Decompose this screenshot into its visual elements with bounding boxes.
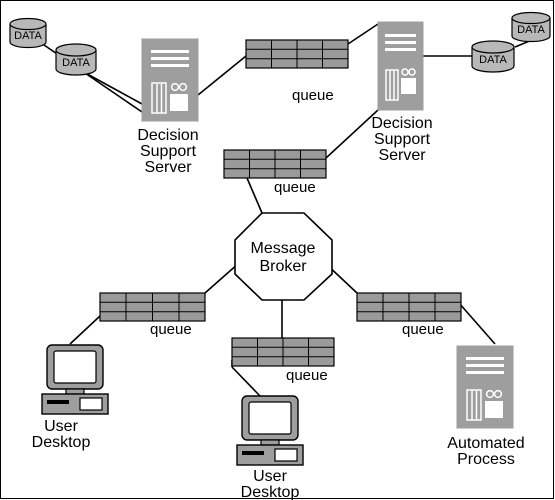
desktop-computer-icon bbox=[41, 344, 109, 415]
decision-support-server-label: Decision Support Server bbox=[371, 115, 432, 164]
database-icon: DATA bbox=[471, 40, 515, 73]
label-line: Support bbox=[374, 131, 431, 148]
message-broker-octagon-icon bbox=[234, 212, 333, 301]
database-label: DATA bbox=[479, 54, 507, 66]
label-line: Decision bbox=[137, 127, 198, 144]
database-label: DATA bbox=[62, 57, 90, 69]
decision-support-server-icon bbox=[141, 38, 199, 122]
queue-label: queue bbox=[274, 179, 316, 196]
decision-support-server-icon bbox=[377, 21, 424, 111]
label-line: User bbox=[253, 468, 287, 485]
queue-label: queue bbox=[292, 87, 334, 104]
database-icon: DATA bbox=[511, 11, 551, 43]
queue-icon bbox=[356, 292, 462, 322]
queue-label: queue bbox=[286, 367, 328, 384]
queue-label: queue bbox=[402, 321, 444, 338]
automated-process-label: Automated Process bbox=[447, 435, 524, 468]
label-line: Server bbox=[144, 159, 192, 176]
desktop-computer-icon bbox=[236, 395, 304, 466]
database-label: DATA bbox=[517, 24, 545, 36]
database-icon: DATA bbox=[55, 43, 97, 76]
label-line: Process bbox=[457, 451, 515, 468]
label-line: Message bbox=[251, 240, 316, 257]
message-broker-label: Message Broker bbox=[251, 240, 316, 275]
label-line: Automated bbox=[447, 435, 524, 452]
user-desktop-label: User Desktop bbox=[32, 418, 91, 451]
queue-icon bbox=[99, 292, 206, 322]
queue-icon bbox=[223, 149, 327, 179]
decision-support-server-label: Decision Support Server bbox=[137, 127, 198, 176]
automated-process-server-icon bbox=[456, 345, 514, 429]
label-line: Support bbox=[140, 143, 197, 160]
label-line: User bbox=[44, 418, 78, 435]
database-icon: DATA bbox=[9, 17, 47, 49]
queue-icon bbox=[245, 39, 349, 69]
label-line: Desktop bbox=[32, 434, 91, 451]
user-desktop-label: User Desktop bbox=[241, 468, 300, 500]
label-line: Server bbox=[378, 147, 426, 164]
queue-label: queue bbox=[150, 321, 192, 338]
database-label: DATA bbox=[14, 30, 42, 42]
label-line: Decision bbox=[371, 115, 432, 132]
label-line: Desktop bbox=[241, 484, 300, 500]
label-line: Broker bbox=[259, 258, 307, 275]
queue-icon bbox=[231, 337, 335, 367]
